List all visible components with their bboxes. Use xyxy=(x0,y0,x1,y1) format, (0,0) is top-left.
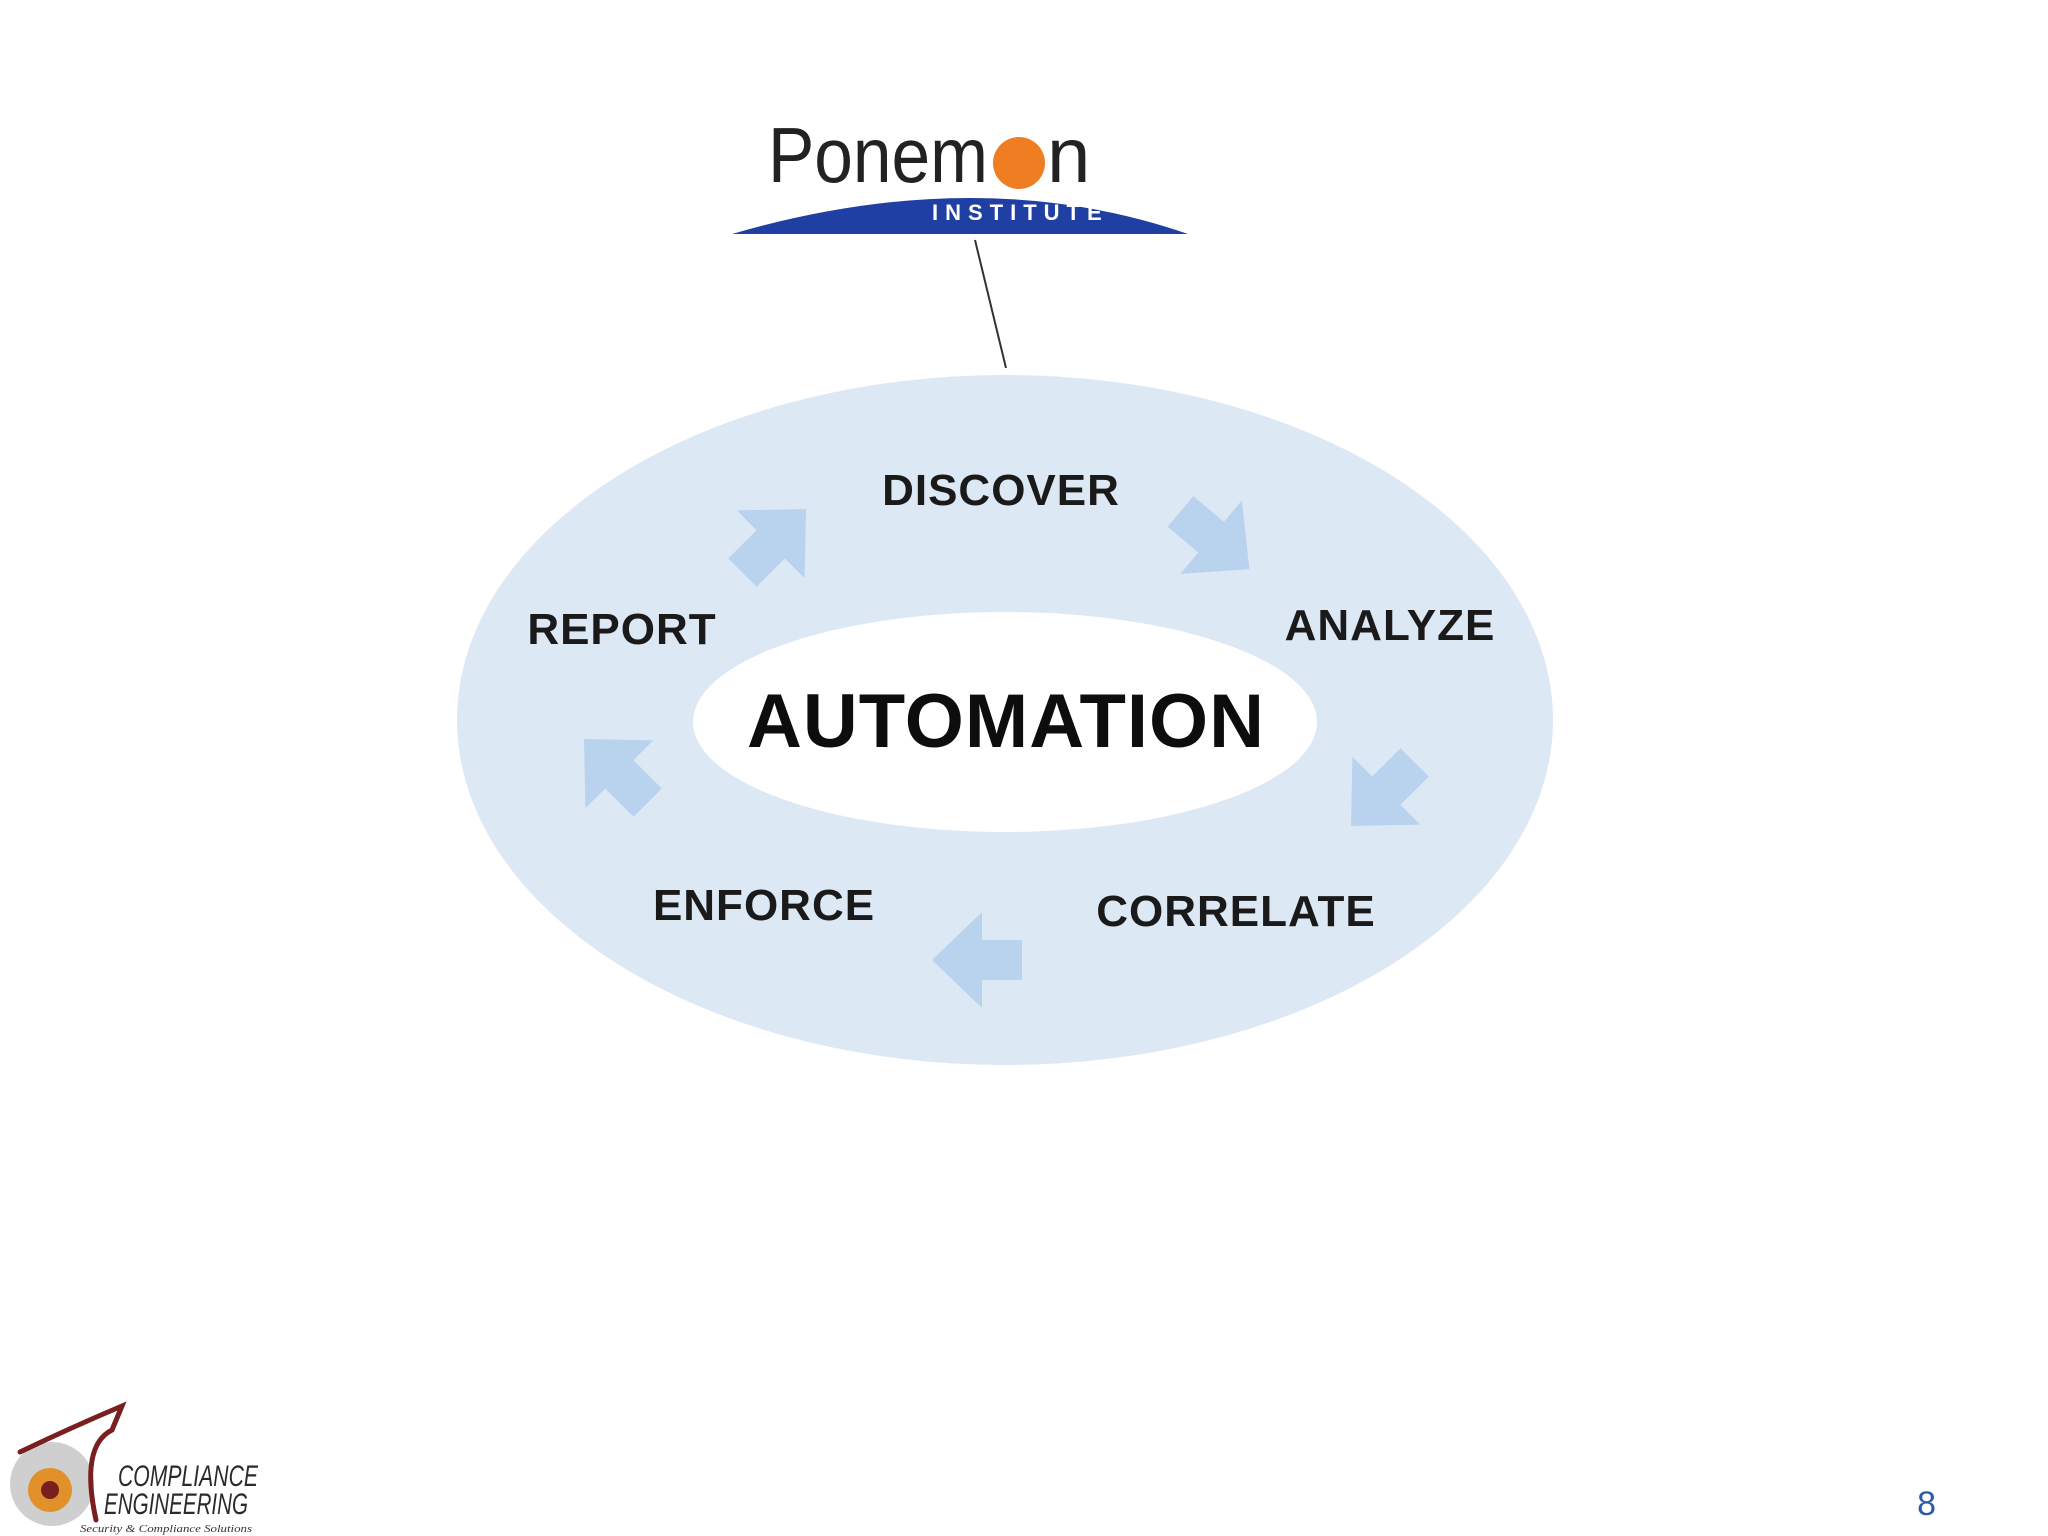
arrow-analyze-to-correlate-icon xyxy=(1350,748,1429,827)
arrow-discover-to-analyze-icon xyxy=(1167,496,1250,574)
stage-analyze: ANALYZE xyxy=(1285,601,1496,650)
logo-word-right: n xyxy=(1047,111,1090,199)
stage-discover: DISCOVER xyxy=(882,466,1120,515)
ponemon-logo: Ponem n INSTITUTE xyxy=(732,111,1188,234)
ce-emblem-swash xyxy=(17,1401,127,1523)
compliance-engineering-logo: COMPLIANCE ENGINEERING Security & Compli… xyxy=(10,1401,259,1535)
logo-word-left: Ponem xyxy=(768,111,988,199)
logo-orange-dot xyxy=(993,137,1045,189)
cycle-hub xyxy=(693,612,1317,832)
connector-line xyxy=(974,239,1007,369)
arrow-correlate-to-enforce-icon xyxy=(932,912,1022,1008)
page-number: 8 xyxy=(1917,1485,1936,1523)
ce-line2: ENGINEERING xyxy=(104,1488,248,1521)
ce-emblem-pupil xyxy=(41,1481,59,1499)
stage-correlate: CORRELATE xyxy=(1096,887,1376,936)
arrow-enforce-to-report-icon xyxy=(583,738,662,817)
logo-subtitle: INSTITUTE xyxy=(932,200,1109,225)
ce-line1: COMPLIANCE xyxy=(118,1460,259,1493)
ce-tagline: Security & Compliance Solutions xyxy=(80,1523,252,1535)
stage-enforce: ENFORCE xyxy=(653,881,875,930)
stage-report: REPORT xyxy=(527,605,716,654)
cycle-center-label: AUTOMATION xyxy=(747,679,1265,764)
arrow-report-to-discover-icon xyxy=(728,508,807,587)
logo-swoosh xyxy=(732,198,1188,234)
